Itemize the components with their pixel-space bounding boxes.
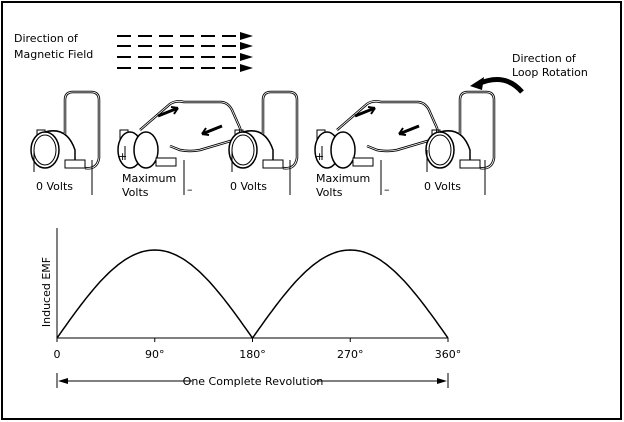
x-tick-label: 0: [54, 348, 61, 361]
loop-270-degrees: [313, 99, 439, 170]
position-1-label: 0 Volts: [36, 180, 73, 193]
field-label-line2: Magnetic Field: [14, 48, 93, 61]
rotation-label-line2: Loop Rotation: [512, 66, 588, 79]
x-tick-label: 90°: [145, 348, 165, 361]
rotation-arrow-icon: [476, 77, 524, 94]
loop-90-degrees: [116, 99, 242, 170]
loop-180-degrees: [227, 90, 299, 170]
loop-360-degrees: [424, 90, 496, 170]
revolution-arrow-left-icon: [58, 378, 68, 384]
position-5-label: 0 Volts: [424, 180, 461, 193]
loop-0-degrees: [29, 90, 101, 170]
rotation-arrowhead-icon: [470, 77, 484, 90]
position-2-minus: –: [187, 183, 193, 196]
field-label-line1: Direction of: [14, 32, 79, 45]
x-tick-label: 270°: [337, 348, 364, 361]
field-arrowheads: [240, 32, 253, 72]
position-2-label-line2: Volts: [122, 186, 149, 199]
revolution-label: One Complete Revolution: [183, 375, 324, 388]
position-4-minus: –: [384, 183, 390, 196]
x-tick-label: 180°: [239, 348, 266, 361]
position-3-label: 0 Volts: [230, 180, 267, 193]
x-tick-label: 360°: [435, 348, 462, 361]
magnetic-field-arrows: [117, 35, 238, 69]
voltage-leads: [33, 146, 486, 195]
position-2-plus: +: [118, 150, 127, 163]
rotation-label-line1: Direction of: [512, 52, 577, 65]
position-2-label-line1: Maximum: [122, 172, 176, 185]
y-axis-label: Induced EMF: [40, 257, 53, 327]
position-4-label-line2: Volts: [316, 186, 343, 199]
emf-curve: [56, 249, 449, 340]
revolution-arrow-right-icon: [437, 378, 447, 384]
position-4-label-line1: Maximum: [316, 172, 370, 185]
emf-chart: Induced EMF 0 90° 180° 270° 360° One Complet…: [40, 228, 461, 388]
position-4-plus: +: [315, 150, 324, 163]
